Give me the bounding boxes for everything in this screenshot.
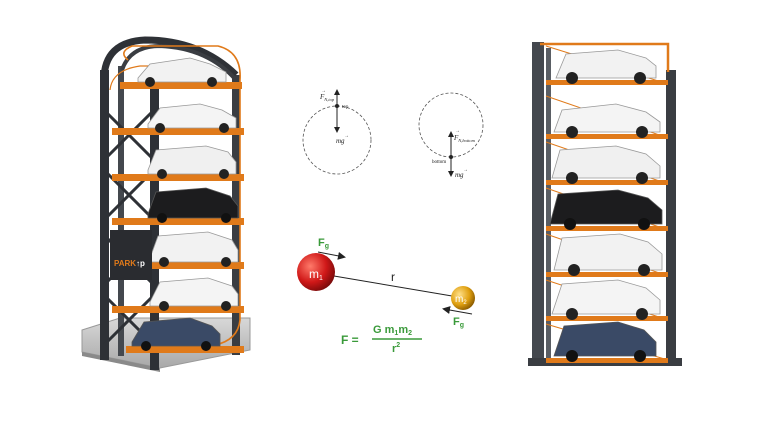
tower-levels	[545, 45, 669, 363]
mass-2-sphere	[451, 286, 475, 310]
top-position-label: top	[342, 105, 349, 110]
weight-top-label: mg	[336, 137, 345, 145]
formula-numerator: G m1m2	[373, 324, 412, 337]
normal-force-bottom-label: FN,bottom	[453, 134, 476, 144]
vector-arrow-icon: →	[455, 129, 460, 134]
circular-motion-top-diagram: FN,top top mg → →	[302, 89, 372, 175]
tower-pallet-level	[112, 277, 244, 313]
formula-lhs: F =	[341, 333, 359, 347]
tower-pallet-level	[545, 95, 669, 139]
drive-chain	[123, 45, 241, 346]
tower-pallet-level	[112, 103, 244, 135]
formula-denominator: r2	[392, 342, 400, 355]
vector-arrow-icon: →	[344, 134, 349, 139]
force-arrow-on-m2	[442, 306, 473, 315]
normal-force-top-label: FN,top	[319, 93, 335, 103]
vertical-circle-path	[302, 105, 372, 175]
tower-pallet-level	[545, 45, 669, 85]
tower-pallet-level	[112, 231, 244, 269]
separation-line	[333, 275, 453, 297]
tower-pallet-level	[120, 57, 242, 89]
force-arrow-on-m1	[317, 251, 346, 260]
tower-pallet-level	[545, 233, 669, 277]
tower-pallet-level	[545, 321, 669, 363]
force-label-m2: Fg	[453, 316, 464, 329]
tower-top-frame	[540, 42, 670, 72]
rotary-parking-tower: PARK ↑p	[81, 36, 251, 372]
vector-arrow-icon: →	[463, 168, 468, 173]
newton-gravitation-formula: F = G m1m2 r2	[341, 324, 422, 355]
tower-pallet-level	[112, 145, 244, 181]
mass-2-label: m2	[455, 294, 467, 306]
tower-column	[532, 42, 544, 364]
logo-text: PARK	[114, 259, 136, 268]
tower-pallet-level	[545, 279, 669, 321]
tower-column	[666, 70, 676, 364]
tower-top-arch	[100, 36, 239, 81]
force-label-m1: Fg	[318, 237, 329, 250]
distance-label: r	[391, 270, 395, 284]
circular-motion-bottom-diagram: FN,bottom bottom mg → →	[418, 92, 484, 179]
tower-pallet-level	[112, 187, 244, 225]
tower-column	[546, 48, 551, 364]
vertical-parking-tower	[528, 42, 682, 366]
drive-chain	[109, 65, 200, 91]
parkup-logo-panel: PARK ↑p	[110, 230, 152, 280]
mass-1-label: m1	[309, 267, 323, 282]
tower-column	[118, 66, 124, 356]
tower-pallet-level	[545, 187, 669, 231]
tower-column	[100, 70, 109, 360]
bottom-position-label: bottom	[432, 160, 446, 165]
gravitation-diagram: m1 m2 Fg Fg r F = G m1m2 r2	[297, 237, 475, 355]
tower-pallet-level	[126, 317, 244, 353]
mass-1-sphere	[297, 253, 335, 291]
vector-arrow-icon: →	[321, 89, 326, 94]
logo-up-icon: ↑p	[136, 259, 145, 268]
tower-pallet-level	[545, 141, 669, 185]
weight-bottom-label: mg	[455, 171, 464, 179]
